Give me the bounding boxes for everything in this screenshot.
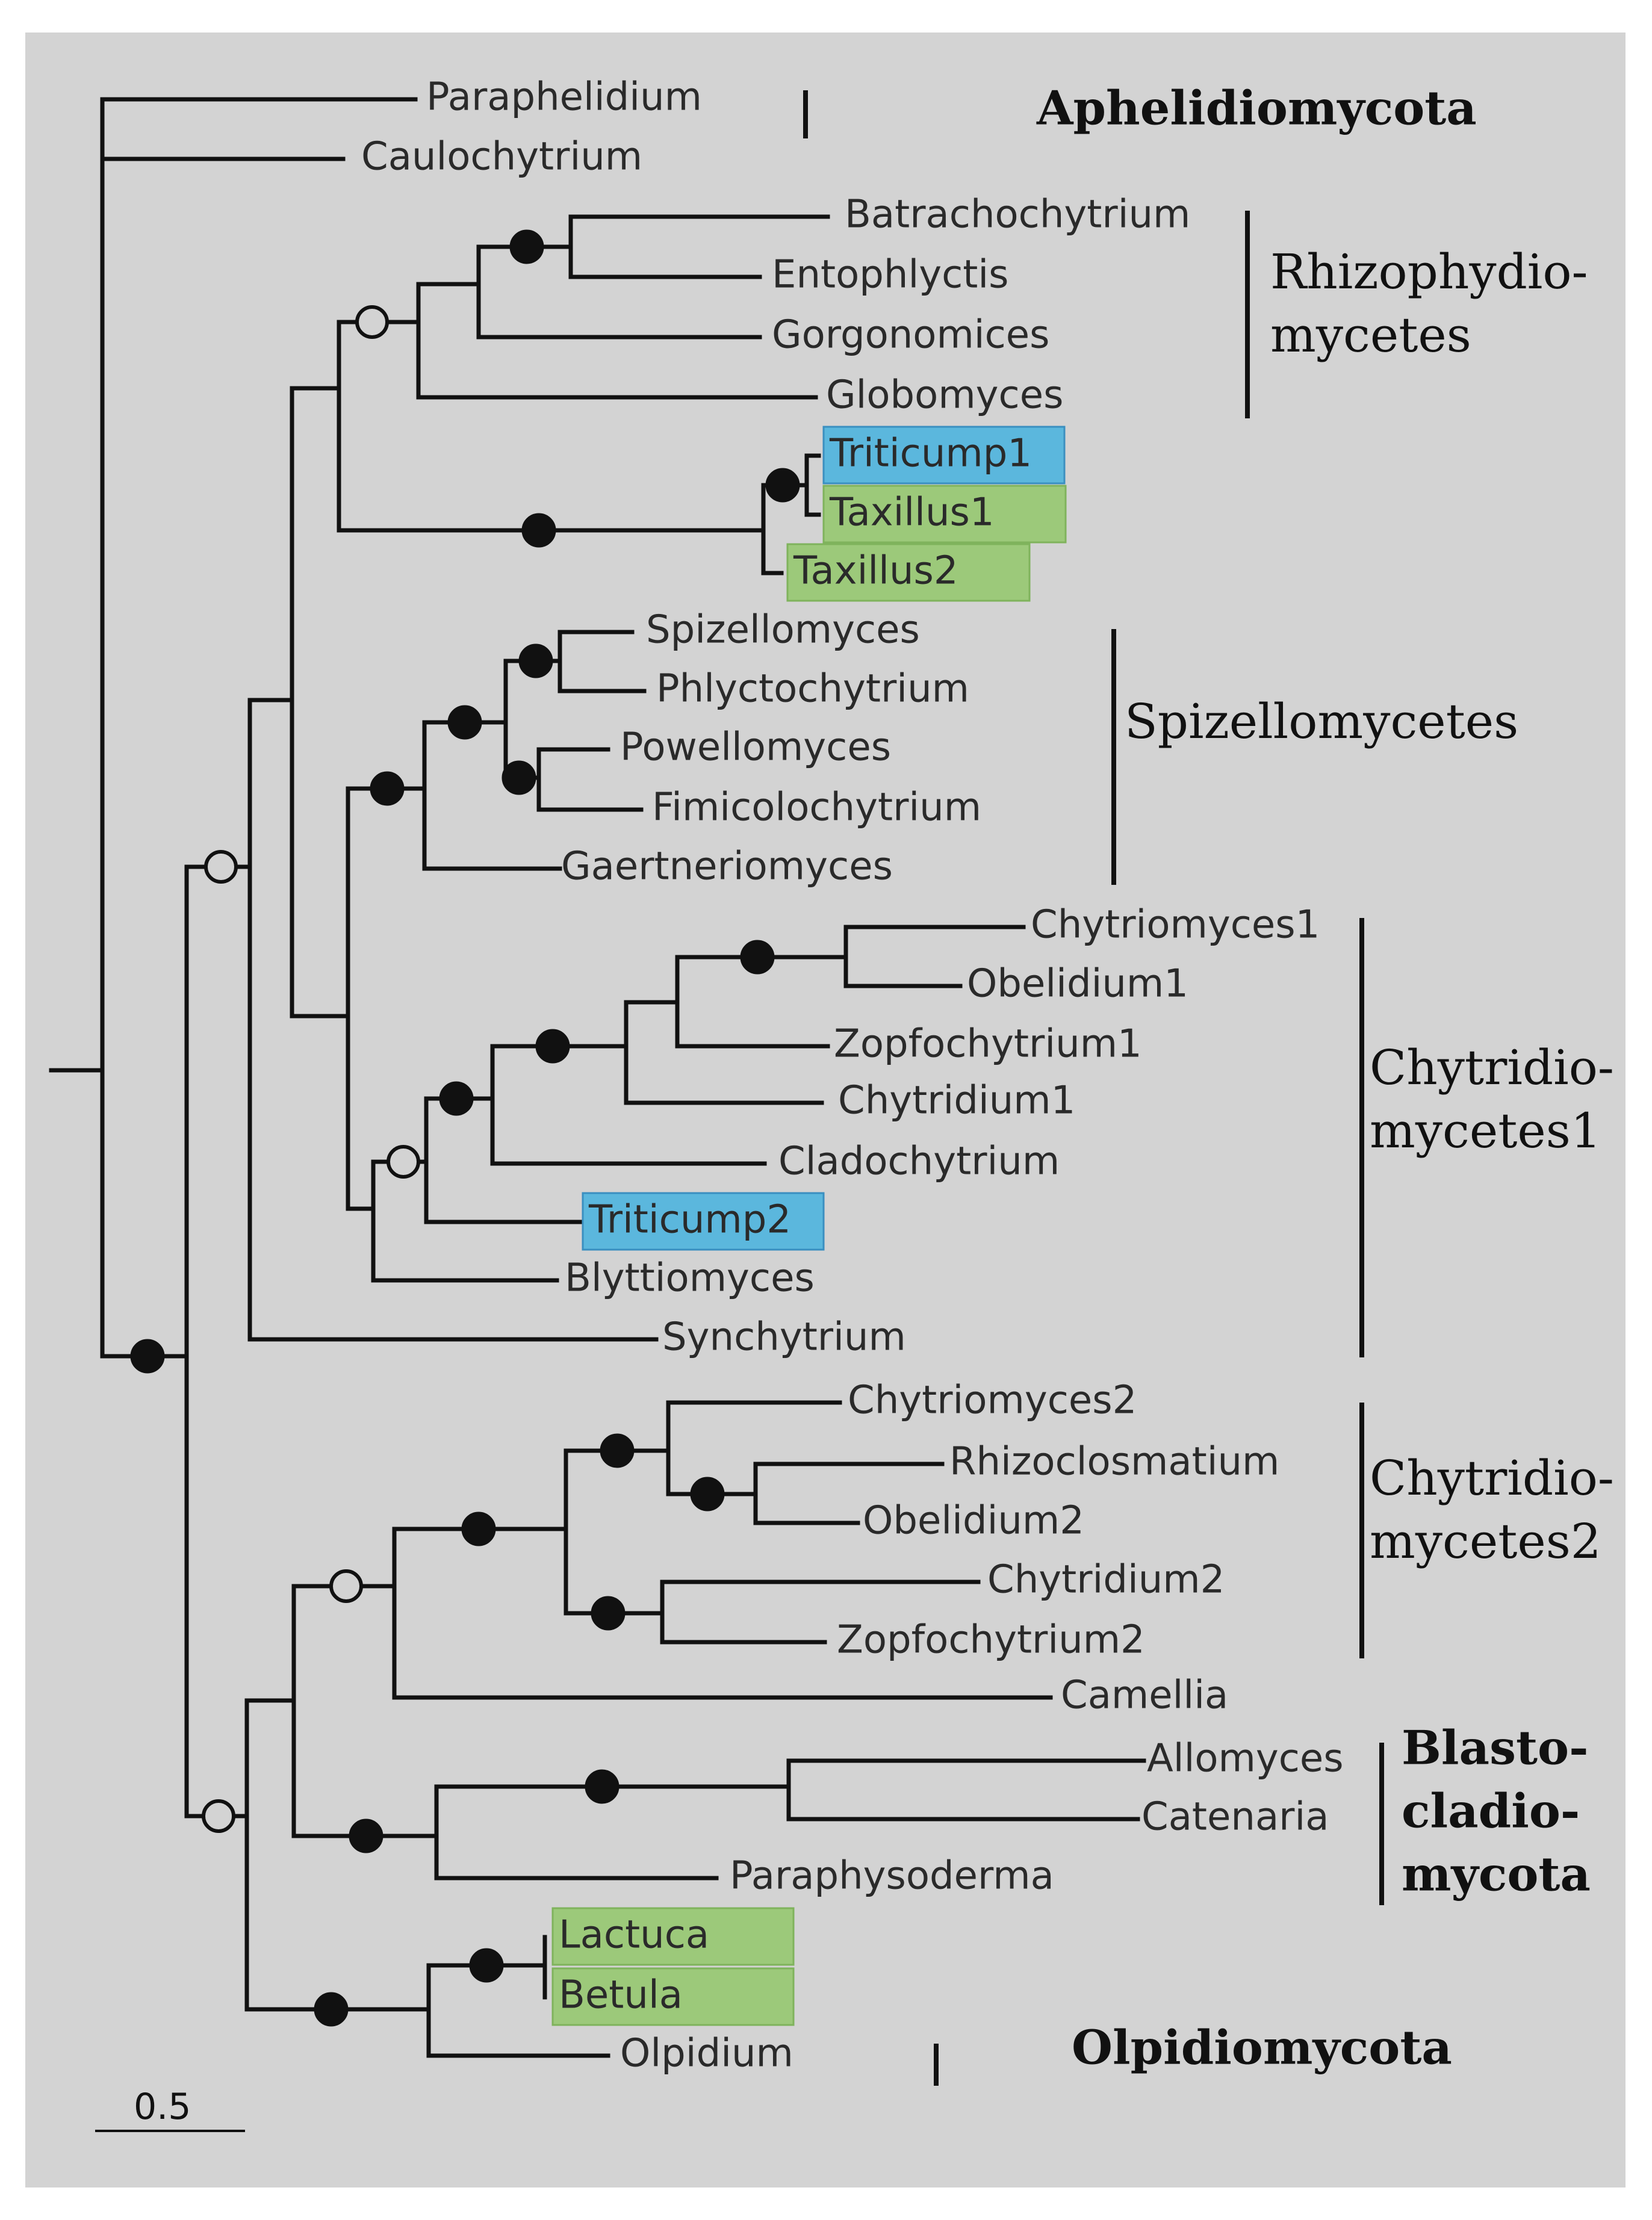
scale-bar: 0.5 [95, 2086, 245, 2132]
taxon-triticump1: Triticump1 [829, 432, 1032, 476]
clade-brackets [803, 90, 1384, 2086]
taxon-powellomyces: Powellomyces [620, 725, 891, 770]
support-node-filled-21 [349, 1818, 384, 1853]
taxon-chytridium1: Chytridium1 [838, 1079, 1075, 1123]
taxon-cladochytrium: Cladochytrium [778, 1139, 1060, 1184]
clade-label-rhizophydio-mycetes-line-2: mycetes [1270, 307, 1471, 363]
taxon-taxillus1: Taxillus1 [829, 491, 995, 535]
support-node-filled-5 [509, 229, 544, 264]
support-node-open-12 [387, 1145, 420, 1179]
clade-label-blasto-cladio-mycota-line-3: mycota [1402, 1847, 1591, 1902]
support-node-filled-1 [130, 1339, 165, 1374]
support-node-filled-23 [314, 1992, 349, 2027]
taxon-batrachochytrium: Batrachochytrium [845, 193, 1190, 237]
clade-label-blasto-cladio-mycota-line-1: Blasto- [1402, 1721, 1588, 1776]
support-node-filled-9 [447, 705, 482, 740]
support-node-filled-17 [461, 1512, 496, 1546]
clade-label-blasto-cladio-mycota-line-2: cladio- [1402, 1784, 1580, 1839]
support-node-filled-10 [518, 643, 553, 678]
taxon-taxillus2: Taxillus2 [793, 549, 958, 594]
taxon-caulochytrium: Caulochytrium [361, 135, 642, 179]
taxon-zopfochytrium2: Zopfochytrium2 [837, 1618, 1145, 1663]
taxon-chytridium2: Chytridium2 [987, 1558, 1225, 1602]
taxon-gaertneriomyces: Gaertneriomyces [561, 845, 893, 889]
taxon-labels: ParaphelidiumCaulochytriumBatrachochytri… [361, 75, 1344, 2076]
support-node-filled-18 [600, 1433, 635, 1468]
taxon-allomyces: Allomyces [1147, 1737, 1344, 1781]
taxon-phlyctochytrium: Phlyctochytrium [656, 667, 969, 712]
highlight-taxillus2 [786, 543, 1031, 602]
support-node-filled-19 [690, 1477, 725, 1512]
clade-labels: AphelidiomycotaRhizophydio-mycetesSpizel… [1036, 81, 1614, 2076]
support-node-open-4 [355, 305, 389, 339]
taxon-paraphysoderma: Paraphysoderma [730, 1854, 1054, 1899]
taxon-paraphelidium: Paraphelidium [426, 75, 702, 120]
taxon-fimicolochytrium: Fimicolochytrium [652, 786, 981, 830]
support-node-open-2 [204, 850, 238, 884]
taxon-blyttiomyces: Blyttiomyces [565, 1256, 815, 1301]
taxon-catenaria: Catenaria [1141, 1795, 1329, 1840]
support-node-filled-24 [469, 1948, 504, 1983]
taxon-chytriomyces2: Chytriomyces2 [848, 1378, 1137, 1423]
taxon-chytriomyces1: Chytriomyces1 [1031, 903, 1320, 947]
support-node-open-16 [329, 1569, 363, 1603]
taxon-synchytrium: Synchytrium [662, 1315, 906, 1360]
clade-label-chytridio-mycetes1-line-2: mycetes1 [1370, 1103, 1601, 1159]
clade-label-rhizophydio-mycetes-line-1: Rhizophydio- [1270, 244, 1588, 300]
taxon-gorgonomices: Gorgonomices [772, 313, 1049, 358]
highlight-betula [551, 1967, 795, 2026]
support-node-filled-11 [502, 760, 536, 795]
clade-label-chytridio-mycetes1-line-1: Chytridio- [1370, 1040, 1614, 1096]
taxon-obelidium1: Obelidium1 [967, 962, 1188, 1006]
highlight-triticump1 [822, 426, 1066, 485]
support-node-filled-7 [765, 468, 800, 503]
taxon-spizellomyces: Spizellomyces [646, 608, 920, 653]
branches [49, 97, 1146, 2058]
support-node-filled-13 [439, 1081, 474, 1116]
support-node-filled-14 [535, 1029, 570, 1064]
highlight-triticump2 [582, 1192, 825, 1251]
support-node-filled-8 [370, 771, 405, 806]
taxon-triticump2: Triticump2 [588, 1198, 791, 1242]
clade-label-chytridio-mycetes2-line-1: Chytridio- [1370, 1450, 1614, 1506]
highlight-taxillus1 [822, 485, 1067, 544]
support-node-filled-15 [740, 940, 775, 975]
clade-label-chytridio-mycetes2-line-2: mycetes2 [1370, 1513, 1601, 1569]
support-node-filled-22 [585, 1769, 620, 1804]
taxon-globomyces: Globomyces [826, 373, 1063, 418]
taxon-highlights [551, 426, 1067, 2026]
clade-label-aphelidiomycota-line-1: Aphelidiomycota [1036, 81, 1477, 136]
support-node-filled-20 [591, 1596, 626, 1631]
taxon-olpidium: Olpidium [620, 2032, 793, 2076]
taxon-camellia: Camellia [1061, 1673, 1228, 1718]
scale-bar-label: 0.5 [134, 2086, 191, 2128]
clade-label-olpidiomycota-line-1: Olpidiomycota [1072, 2021, 1452, 2076]
clade-label-spizellomycetes-line-1: Spizellomycetes [1125, 693, 1518, 749]
taxon-lactuca: Lactuca [559, 1913, 709, 1958]
support-node-open-3 [202, 1799, 235, 1833]
taxon-betula: Betula [559, 1973, 683, 2018]
support-markers [130, 229, 800, 2027]
highlight-lactuca [551, 1907, 795, 1966]
taxon-zopfochytrium1: Zopfochytrium1 [834, 1022, 1142, 1067]
taxon-rhizoclosmatium: Rhizoclosmatium [949, 1440, 1279, 1484]
support-node-filled-6 [521, 513, 556, 548]
taxon-obelidium2: Obelidium2 [863, 1499, 1084, 1543]
taxon-entophlyctis: Entophlyctis [772, 253, 1009, 297]
